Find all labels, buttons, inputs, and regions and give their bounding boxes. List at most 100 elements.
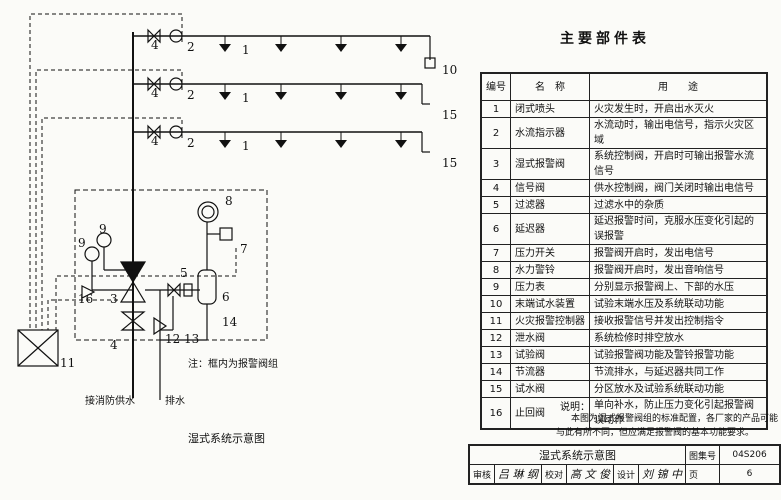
cell-name: 节流器	[510, 363, 590, 381]
cell-no: 6	[480, 213, 511, 245]
callout-9: 9	[99, 222, 107, 236]
callout-16: 16	[78, 292, 94, 306]
callout-11: 11	[60, 356, 76, 370]
cell-name: 火灾报警控制器	[510, 312, 590, 330]
page-label: 页	[685, 464, 721, 485]
review-label: 审核	[468, 464, 496, 485]
callout-10: 10	[442, 63, 458, 77]
cell-no: 14	[480, 363, 511, 381]
check-label: 校对	[541, 464, 568, 485]
cell-name: 试验阀	[510, 346, 590, 364]
callout-9: 9	[78, 236, 86, 250]
cell-name: 闭式喷头	[510, 100, 590, 118]
callout-14: 14	[222, 315, 238, 329]
parts-table-title: 主要部件表	[560, 31, 650, 47]
cell-no: 1	[480, 100, 511, 118]
cell-name: 过滤器	[510, 196, 590, 214]
cell-name: 泄水阀	[510, 329, 590, 347]
cell-no: 11	[480, 312, 511, 330]
notes-line-1: 本图为湿式报警阀组的标准配置，各厂家的产品可能	[571, 414, 779, 424]
callout-7: 7	[240, 242, 248, 256]
check-signature: 高 文 俊	[566, 464, 615, 485]
callout-4: 4	[151, 134, 159, 148]
callout-1: 1	[242, 43, 250, 57]
cell-no: 16	[480, 397, 511, 430]
callout-3: 3	[110, 292, 118, 306]
diagram-title: 湿式系统示意图	[188, 432, 265, 445]
cell-no: 4	[480, 179, 511, 197]
atlas-label: 图集号	[685, 444, 721, 465]
cell-name: 信号阀	[510, 179, 590, 197]
callout-4: 4	[110, 338, 118, 352]
cell-no: 8	[480, 261, 511, 279]
cell-use: 报警阀开启时，发出电信号	[589, 244, 768, 262]
cell-no: 2	[480, 117, 511, 149]
cell-use: 试验末端水压及系统联动功能	[589, 295, 768, 313]
header-name: 名 称	[510, 72, 590, 101]
cell-name: 压力表	[510, 278, 590, 296]
cell-name: 水流指示器	[510, 117, 590, 149]
cell-use: 火灾发生时，开启出水灭火	[589, 100, 768, 118]
atlas-number: 04S206	[719, 444, 781, 465]
callout-6: 6	[222, 290, 230, 304]
callout-15: 15	[442, 108, 458, 122]
cell-no: 5	[480, 196, 511, 214]
cell-use: 过滤水中的杂质	[589, 196, 768, 214]
cell-name: 湿式报警阀	[510, 148, 590, 180]
cell-use: 系统检修时排空放水	[589, 329, 768, 347]
frame-note: 注：框内为报警阀组	[188, 359, 278, 370]
cell-no: 10	[480, 295, 511, 313]
review-signature: 吕 琳 纲	[494, 464, 543, 485]
callout-4: 4	[151, 86, 159, 100]
callout-2: 2	[187, 136, 195, 150]
cell-use: 单向补水，防止压力变化引起报警阀误动作	[589, 397, 768, 430]
drawing-title: 湿式系统示意图	[468, 444, 687, 465]
drain-label: 排水	[165, 396, 185, 407]
cell-no: 15	[480, 380, 511, 398]
cell-use: 水流动时，输出电信号，指示火灾区域	[589, 117, 768, 149]
supply-label: 接消防供水	[85, 396, 135, 407]
design-signature: 刘 锦 中	[638, 464, 687, 485]
cell-name: 止回阀	[510, 397, 590, 430]
callout-5: 5	[180, 266, 188, 280]
parts-table-header: 编号 名 称 用 途	[480, 72, 768, 101]
callout-4: 4	[151, 38, 159, 52]
callout-12: 12	[165, 332, 181, 346]
notes-title: 说明：	[560, 402, 590, 413]
cell-name: 水力警铃	[510, 261, 590, 279]
cell-no: 13	[480, 346, 511, 364]
callout-1: 1	[242, 91, 250, 105]
cell-use: 节流排水，与延迟器共同工作	[589, 363, 768, 381]
callout-2: 2	[187, 40, 195, 54]
cell-no: 9	[480, 278, 511, 296]
callout-13: 13	[184, 332, 200, 346]
cell-no: 12	[480, 329, 511, 347]
callout-1: 1	[242, 139, 250, 153]
cell-no: 3	[480, 148, 511, 180]
page-number: 6	[719, 464, 781, 485]
cell-use: 分别显示报警阀上、下部的水压	[589, 278, 768, 296]
callout-15: 15	[442, 156, 458, 170]
cell-use: 试验报警阀功能及警铃报警功能	[589, 346, 768, 364]
cell-no: 7	[480, 244, 511, 262]
cell-name: 试水阀	[510, 380, 590, 398]
cell-use: 报警阀开启时，发出音响信号	[589, 261, 768, 279]
cell-name: 延迟器	[510, 213, 590, 245]
cell-use: 分区放水及试验系统联动功能	[589, 380, 768, 398]
notes-line-2: 与此有所不同，但应满足报警阀的基本功能要求。	[556, 428, 755, 438]
